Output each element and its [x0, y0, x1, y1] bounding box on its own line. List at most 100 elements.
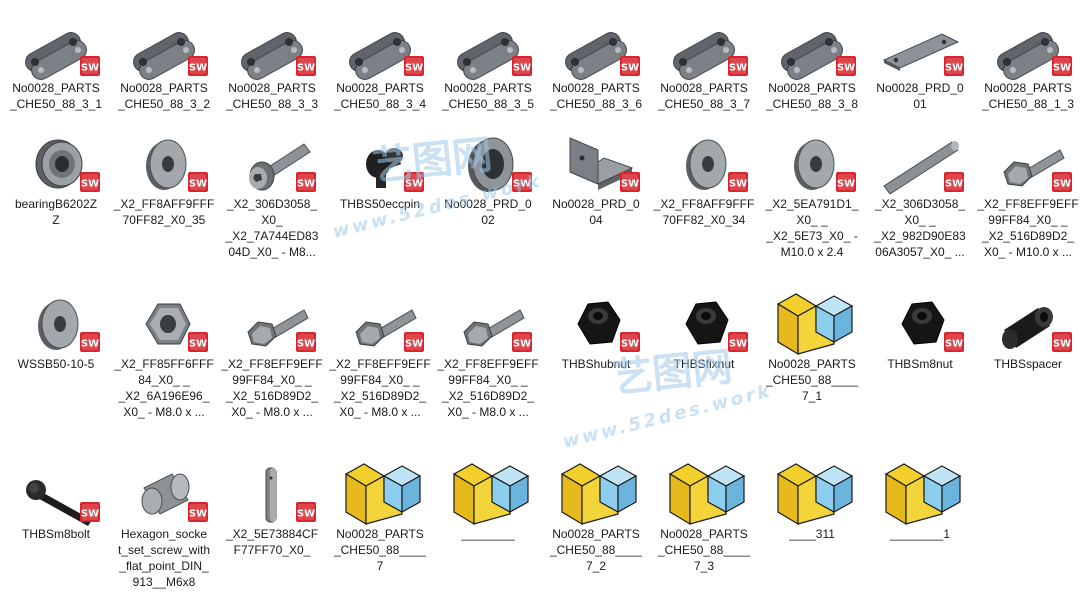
file-item-wssb50-10-5[interactable]: SW WSSB50-10-5: [4, 286, 108, 436]
file-name-label: THBS50eccpin: [328, 196, 432, 212]
file-item-thbshubnut[interactable]: SW THBShubnut: [544, 286, 648, 436]
file-name-label: THBSm8nut: [868, 356, 972, 372]
file-name-line: ________1: [889, 527, 951, 541]
file-item-thbs50eccpin[interactable]: SW THBS50eccpin: [328, 126, 432, 276]
file-item-no0028-partsche50-88-7[interactable]: No0028_PARTS_CHE50_88____7: [328, 456, 432, 596]
file-item-no0028-partsche50-88-7-1[interactable]: No0028_PARTS_CHE50_88____7_1: [760, 286, 864, 436]
file-item-no0028-partsche50-88-3-4[interactable]: SW No0028_PARTS_CHE50_88_3_4: [328, 10, 432, 160]
svg-text:SW: SW: [405, 339, 423, 350]
file-item-1[interactable]: ________1: [868, 456, 972, 596]
file-item-thbsfixnut[interactable]: SW THBSfixnut: [652, 286, 756, 436]
washer-icon: [112, 126, 216, 196]
file-item-x2-5ea791d1-x0-x2-5e73-x0-m10-0-x-2-4[interactable]: SW _X2_5EA791D1_X0_ __X2_5E73_X0_ -M10.0…: [760, 126, 864, 276]
svg-text:SW: SW: [405, 63, 423, 74]
key-icon: [220, 456, 324, 526]
solidworks-badge-icon: SW: [296, 56, 316, 76]
set-screw-icon: [112, 456, 216, 526]
black-nut-icon: [652, 286, 756, 356]
file-name-label: THBSfixnut: [652, 356, 756, 372]
file-name-line: WSSB50-10-5: [17, 357, 95, 371]
file-name-label: No0028_PARTS_CHE50_88_3_2: [112, 80, 216, 112]
svg-text:SW: SW: [297, 179, 315, 190]
file-name-line: _CHE50_88____: [333, 543, 427, 557]
svg-text:SW: SW: [945, 339, 963, 350]
svg-text:SW: SW: [621, 179, 639, 190]
solidworks-badge-icon: SW: [404, 56, 424, 76]
washer-icon: [4, 286, 108, 356]
file-item-no0028-partsche50-88-3-8[interactable]: SW No0028_PARTS_CHE50_88_3_8: [760, 10, 864, 160]
file-name-line: _X2_306D3058_: [874, 197, 966, 211]
file-name-line: X0_ - M8.0 x ...: [231, 405, 313, 419]
file-name-line: No0028_PARTS: [984, 81, 1072, 95]
file-item-no0028-partsche50-88-3-3[interactable]: SW No0028_PARTS_CHE50_88_3_3: [220, 10, 324, 160]
file-name-line: M10.0 x 2.4: [780, 245, 844, 259]
svg-text:SW: SW: [837, 179, 855, 190]
file-item-no0028-partsche50-88-3-7[interactable]: SW No0028_PARTS_CHE50_88_3_7: [652, 10, 756, 160]
file-item-no0028-partsche50-88-3-2[interactable]: SW No0028_PARTS_CHE50_88_3_2: [112, 10, 216, 160]
file-item-no0028-partsche50-88-3-5[interactable]: SW No0028_PARTS_CHE50_88_3_5: [436, 10, 540, 160]
file-item-no0028-partsche50-88-3-1[interactable]: SW No0028_PARTS_CHE50_88_3_1: [4, 10, 108, 160]
file-item-311[interactable]: ____311: [760, 456, 864, 596]
svg-text:SW: SW: [81, 179, 99, 190]
file-name-line: _X2_5E73884CF: [225, 527, 319, 541]
file-item-[interactable]: ________: [436, 456, 540, 596]
black-nut-icon: [868, 286, 972, 356]
washer-icon: [760, 126, 864, 196]
file-item-thbsm8nut[interactable]: SW THBSm8nut: [868, 286, 972, 436]
file-name-line: 99FF84_X0_ _: [232, 373, 312, 387]
file-name-line: 84_X0_ _: [138, 373, 190, 387]
black-bolt-icon: [4, 456, 108, 526]
file-name-line: 99FF84_X0_ _: [448, 373, 528, 387]
hex-bolt-icon: [220, 286, 324, 356]
file-name-line: _X2_6A196E96_: [118, 389, 210, 403]
solidworks-badge-icon: SW: [728, 56, 748, 76]
solidworks-badge-icon: SW: [188, 332, 208, 352]
file-item-thbsm8bolt[interactable]: SW THBSm8bolt: [4, 456, 108, 596]
file-name-line: 01: [913, 97, 927, 111]
solidworks-badge-icon: SW: [296, 172, 316, 192]
file-name-line: No0028_PARTS: [768, 357, 856, 371]
solidworks-badge-icon: SW: [80, 502, 100, 522]
chain-link-icon: [4, 10, 108, 80]
file-name-line: _CHE50_88_3_7: [657, 97, 751, 111]
file-name-line: _X2_FF8AFF9FFF: [113, 197, 215, 211]
file-name-line: THBSm8bolt: [21, 527, 91, 541]
rod-icon: [868, 126, 972, 196]
file-name-line: _X2_516D89D2_: [981, 229, 1075, 243]
svg-text:SW: SW: [1053, 179, 1071, 190]
solidworks-badge-icon: SW: [80, 172, 100, 192]
solidworks-badge-icon: SW: [620, 172, 640, 192]
file-item-no0028-partsche50-88-7-3[interactable]: No0028_PARTS_CHE50_88____7_3: [652, 456, 756, 596]
assembly-icon: [868, 456, 972, 526]
file-name-line: _CHE50_88____: [657, 543, 751, 557]
file-item-no0028-partsche50-88-7-2[interactable]: No0028_PARTS_CHE50_88____7_2: [544, 456, 648, 596]
file-item-no0028-partsche50-88-3-6[interactable]: SW No0028_PARTS_CHE50_88_3_6: [544, 10, 648, 160]
file-name-line: _CHE50_88_3_8: [765, 97, 859, 111]
file-name-line: THBSspacer: [993, 357, 1063, 371]
file-item-no0028-partsche50-88-1-3[interactable]: SW No0028_PARTS_CHE50_88_1_3: [976, 10, 1080, 160]
file-name-line: _X2_516D89D2_: [333, 389, 427, 403]
file-name-line: X0_ - M8.0 x ...: [447, 405, 529, 419]
file-name-line: THBShubnut: [561, 357, 631, 371]
file-item-thbsspacer[interactable]: SW THBSspacer: [976, 286, 1080, 436]
